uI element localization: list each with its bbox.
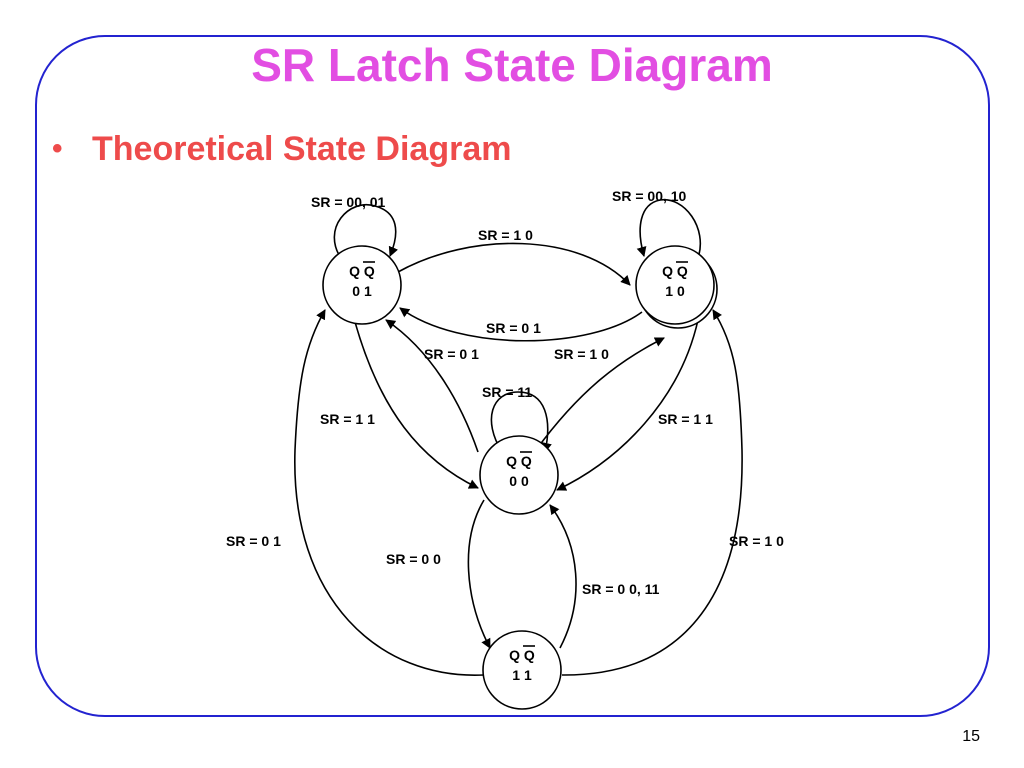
state-label-bottom: 0 1 bbox=[352, 283, 372, 299]
edge-s10-to-s00 bbox=[556, 319, 699, 491]
slide-title: SR Latch State Diagram bbox=[251, 39, 773, 91]
state-label-top: Q Q bbox=[509, 647, 535, 663]
edge-s01-to-s00 bbox=[354, 321, 479, 489]
edge-label-s01-to-s10: SR = 1 0 bbox=[478, 227, 533, 243]
edge-s00-self bbox=[490, 391, 552, 453]
edge-s10-self bbox=[636, 199, 701, 259]
edge-label-s10-self: SR = 00, 10 bbox=[612, 188, 687, 204]
bullet-item: • Theoretical State Diagram bbox=[52, 132, 511, 166]
state-label-top: Q Q bbox=[506, 453, 532, 469]
edge-label-s10-to-s01: SR = 0 1 bbox=[486, 320, 541, 336]
edge-s11-to-s00 bbox=[549, 504, 577, 649]
edge-label-s10-to-s00: SR = 1 1 bbox=[658, 411, 713, 427]
state-node-s11: Q Q 1 1 bbox=[482, 630, 562, 710]
edge-s11-to-s01 bbox=[294, 309, 485, 676]
edge-label-s11-to-s00: SR = 0 0, 11 bbox=[582, 581, 660, 597]
edge-s11-to-s10 bbox=[561, 309, 743, 676]
state-node-s10: Q Q 1 0 bbox=[635, 245, 718, 329]
state-label-bottom: 1 0 bbox=[665, 283, 685, 299]
page-number: 15 bbox=[962, 728, 980, 745]
edge-label-s11-to-s10: SR = 1 0 bbox=[729, 533, 784, 549]
edge-s01-to-s10 bbox=[397, 242, 631, 286]
state-label-bottom: 1 1 bbox=[512, 667, 532, 683]
slide-frame bbox=[35, 35, 990, 717]
edge-label-s00-self: SR = 11 bbox=[482, 384, 532, 400]
bullet-text: Theoretical State Diagram bbox=[92, 130, 512, 168]
edge-label-s00-to-s10: SR = 1 0 bbox=[554, 346, 609, 362]
state-label-bottom: 0 0 bbox=[509, 473, 529, 489]
edge-s00-to-s11 bbox=[467, 499, 491, 649]
edge-s01-self bbox=[333, 203, 399, 261]
edge-label-s00-to-s01: SR = 0 1 bbox=[424, 346, 479, 362]
edge-label-s00-to-s11: SR = 0 0 bbox=[386, 551, 441, 567]
edge-label-s11-to-s01: SR = 0 1 bbox=[226, 533, 281, 549]
edge-s00-to-s10 bbox=[535, 337, 665, 451]
state-label-top: Q Q bbox=[349, 263, 375, 279]
state-label-top: Q Q bbox=[662, 263, 688, 279]
state-node-s00: Q Q 0 0 bbox=[479, 435, 559, 515]
state-node-s01: Q Q 0 1 bbox=[322, 245, 402, 325]
edge-label-s01-to-s00: SR = 1 1 bbox=[320, 411, 375, 427]
edge-s10-to-s01 bbox=[399, 307, 643, 342]
bullet-marker: • bbox=[52, 132, 63, 165]
edge-label-s01-self: SR = 00, 01 bbox=[311, 194, 386, 210]
edge-s00-to-s01 bbox=[385, 319, 479, 453]
